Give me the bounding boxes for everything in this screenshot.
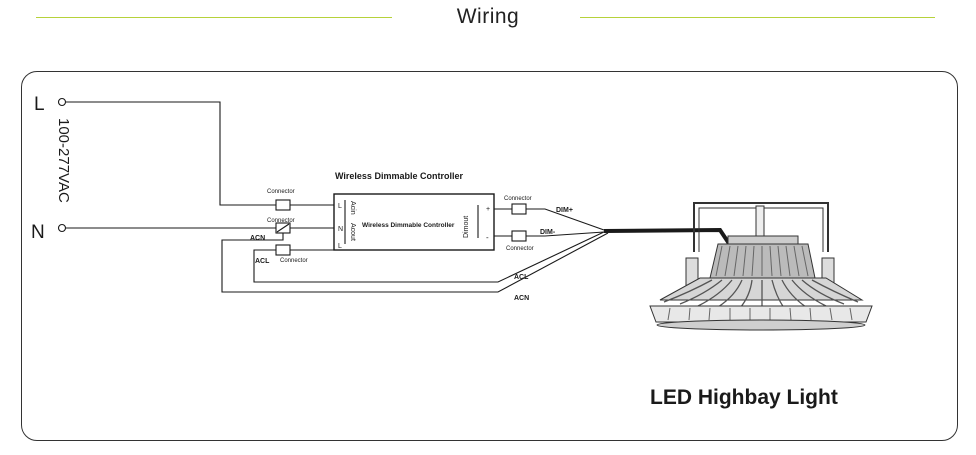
connector-dim-minus — [511, 230, 527, 242]
wire-acn — [221, 232, 609, 293]
label-dim-minus: DIM- — [540, 229, 556, 236]
header-rule-left — [36, 17, 392, 18]
label-acn-right: ACN — [514, 295, 529, 302]
controller-box — [333, 193, 495, 251]
connector-label-acl: Connector — [280, 258, 308, 264]
label-l: L — [34, 94, 45, 115]
header: Wiring — [0, 0, 976, 40]
connector-label-dim-minus: Connector — [506, 246, 534, 252]
terminal-l — [57, 97, 67, 107]
wire-acl — [253, 230, 607, 283]
label-voltage: 100-277VAC — [55, 118, 72, 203]
fixture-cable — [603, 227, 732, 247]
label-acout: Acout — [349, 223, 356, 241]
highbay-fixture — [649, 202, 873, 331]
connector-acl — [275, 244, 291, 256]
wire-l — [66, 101, 276, 206]
label-n: N — [31, 222, 45, 243]
pin-n: N — [338, 226, 343, 233]
terminal-n — [57, 223, 67, 233]
product-name: LED Highbay Light — [650, 386, 838, 409]
label-dimout: Dimout — [463, 216, 470, 238]
connector-label-n: Connector — [267, 218, 295, 224]
pin-l-out: L — [338, 243, 342, 250]
header-rule-right — [580, 17, 935, 18]
wire-dim-minus — [526, 231, 605, 237]
label-dim-plus: DIM+ — [556, 207, 573, 214]
pin-plus: + — [486, 206, 490, 213]
label-acin: Acin — [349, 201, 356, 215]
label-acn-left: ACN — [250, 235, 265, 242]
connector-label-l: Connector — [267, 189, 295, 195]
label-acl-left: ACL — [255, 258, 270, 265]
pin-l: L — [338, 203, 342, 210]
wire-dim-plus — [526, 208, 605, 231]
label-acl-right: ACL — [514, 274, 529, 281]
diagram-frame — [21, 71, 958, 441]
controller-heading: Wireless Dimmable Controller — [335, 171, 463, 181]
connector-dim-plus — [511, 203, 527, 215]
page-title: Wiring — [456, 5, 520, 28]
connector-l — [275, 199, 291, 211]
connector-label-dim-plus: Connector — [504, 196, 532, 202]
controller-inner-label: Wireless Dimmable Controller — [362, 222, 455, 229]
pin-minus: - — [486, 233, 489, 242]
